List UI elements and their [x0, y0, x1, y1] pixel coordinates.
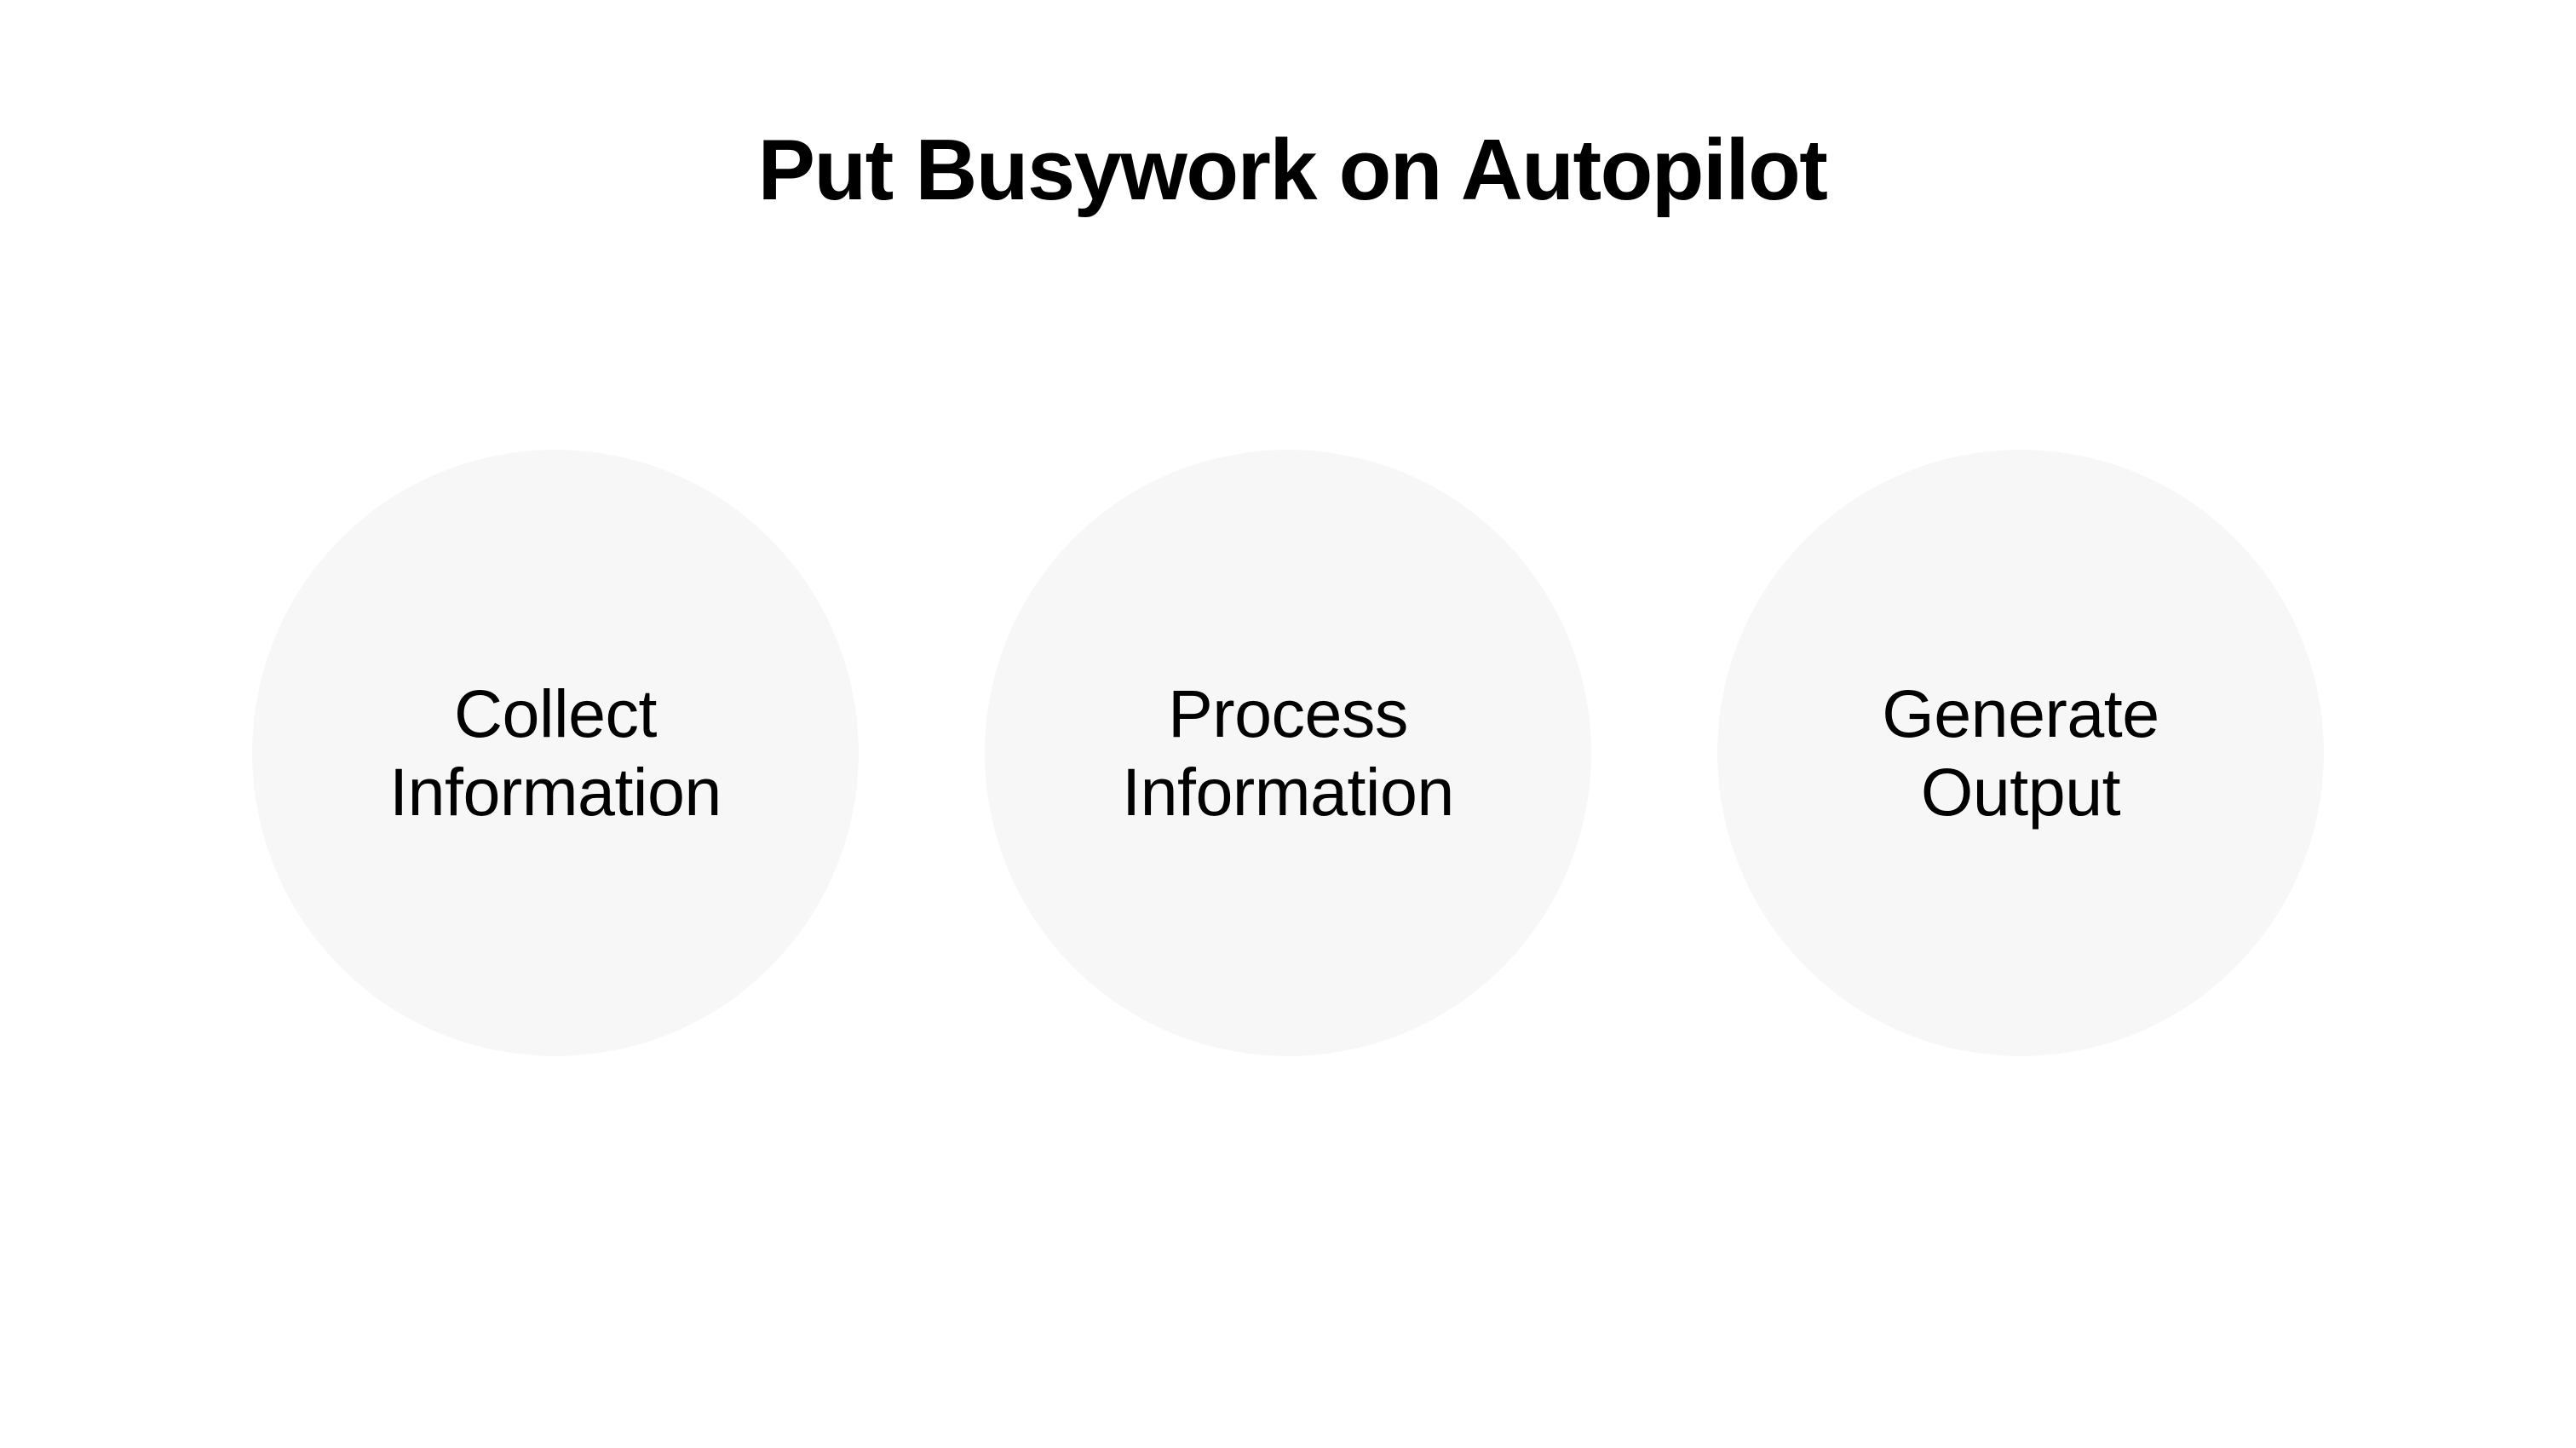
step-label-generate-output: Generate Output [1782, 675, 2259, 831]
step-label-line-2: Information [1122, 754, 1454, 830]
step-circle-collect-information[interactable]: Collect Information [252, 450, 859, 1056]
step-label-line-1: Process [1168, 675, 1408, 751]
step-label-line-1: Collect [454, 675, 657, 751]
step-circle-generate-output[interactable]: Generate Output [1717, 450, 2324, 1056]
step-label-collect-information: Collect Information [317, 675, 794, 831]
process-steps-row: Collect Information Process Information … [252, 450, 2324, 1056]
step-circle-process-information[interactable]: Process Information [985, 450, 1591, 1056]
step-label-line-2: Information [389, 754, 722, 830]
step-label-process-information: Process Information [1049, 675, 1527, 831]
page-title: Put Busywork on Autopilot [757, 123, 1828, 218]
step-label-line-2: Output [1920, 754, 2121, 830]
step-label-line-1: Generate [1882, 675, 2159, 751]
